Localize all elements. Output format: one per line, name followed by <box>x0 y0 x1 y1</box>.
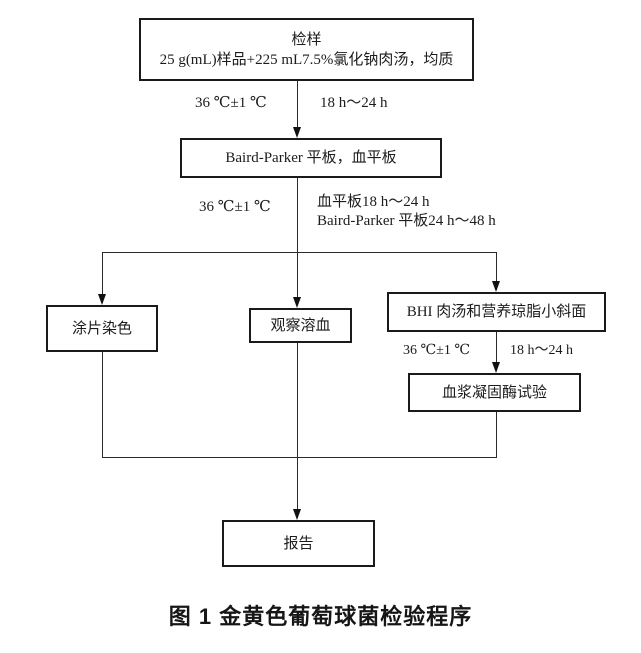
node-coagulase-label: 血浆凝固酶试验 <box>441 384 547 401</box>
edge-label-step2-time-line2: Baird-Parker 平板24 h～48 h <box>317 213 496 229</box>
arrow-into-coagulase-icon <box>492 362 500 373</box>
line-bhi-to-coagulase <box>496 332 497 371</box>
arrow-into-hemolysis-icon <box>293 297 301 308</box>
node-smear: 涂片染色 <box>46 305 158 352</box>
node-smear-label: 涂片染色 <box>71 320 132 337</box>
line-smear-down <box>102 352 103 458</box>
arrow-into-smear-icon <box>98 294 106 305</box>
node-coagulase: 血浆凝固酶试验 <box>408 373 581 412</box>
edge-label-step1-temp: 36 ℃±1 ℃ <box>195 95 267 111</box>
node-report: 报告 <box>222 520 375 567</box>
line-merge-horizontal <box>102 457 497 458</box>
node-sample: 检样 25 g(mL)样品+225 mL7.5%氯化钠肉汤，均质 <box>139 18 474 81</box>
edge-label-step2-temp: 36 ℃±1 ℃ <box>199 199 271 215</box>
node-report-label: 报告 <box>283 535 314 552</box>
edge-label-step2-time: 血平板18 h～24 h Baird-Parker 平板24 h～48 h <box>317 193 496 231</box>
node-plates: Baird-Parker 平板，血平板 <box>180 138 442 178</box>
node-hemolysis-label: 观察溶血 <box>270 317 331 334</box>
edge-label-step3-time: 18 h～24 h <box>510 343 573 358</box>
line-plates-to-hemolysis <box>297 178 298 305</box>
node-bhi-label: BHI 肉汤和营养琼脂小斜面 <box>406 304 587 320</box>
node-sample-detail: 25 g(mL)样品+225 mL7.5%氯化钠肉汤，均质 <box>159 51 454 68</box>
line-hemolysis-to-report <box>297 343 298 518</box>
edge-label-step2-time-line1: 血平板18 h～24 h <box>317 194 430 210</box>
line-coagulase-down <box>496 412 497 458</box>
arrow-into-plates-icon <box>293 127 301 138</box>
figure-caption: 图 1 金黄色葡萄球菌检验程序 <box>168 604 473 629</box>
node-sample-title: 检样 <box>291 31 322 48</box>
edge-label-step1-time: 18 h～24 h <box>320 95 388 111</box>
line-sample-to-plates <box>297 81 298 135</box>
node-hemolysis: 观察溶血 <box>249 308 352 343</box>
edge-label-step3-temp: 36 ℃±1 ℃ <box>403 343 471 358</box>
line-branch-to-smear <box>102 252 103 303</box>
arrow-into-bhi-icon <box>492 281 500 292</box>
arrow-into-report-icon <box>293 509 301 520</box>
line-branch-to-bhi <box>496 252 497 290</box>
line-branch-horizontal <box>102 252 497 253</box>
node-plates-label: Baird-Parker 平板，血平板 <box>225 150 397 166</box>
node-bhi: BHI 肉汤和营养琼脂小斜面 <box>387 292 606 332</box>
